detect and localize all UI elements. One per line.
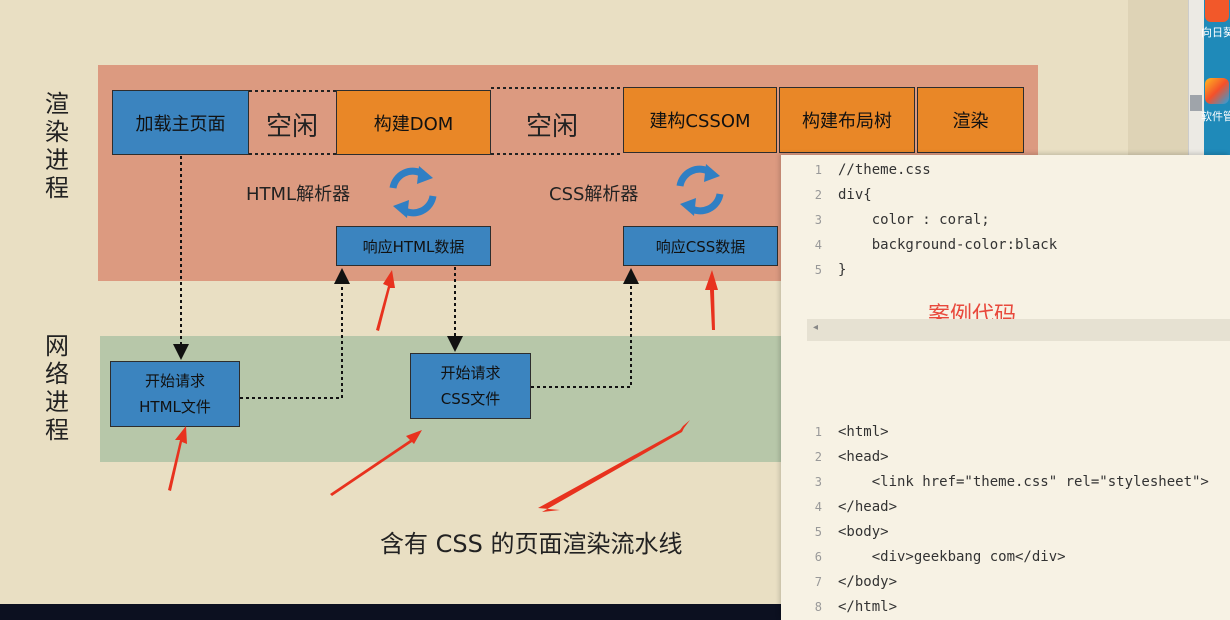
line-number: 4	[814, 238, 822, 252]
load-main-page-box: 加载主页面	[112, 90, 249, 155]
build-cssom-box: 建构CSSOM	[623, 87, 777, 153]
html-line-numbers: 1 2 3 4 5 6 7 8	[806, 420, 822, 620]
start-request-html-line1: 开始请求	[144, 372, 205, 390]
idle-label-1: 空闲	[266, 112, 319, 142]
css-code-block[interactable]: //theme.css div{ color : coral; backgrou…	[838, 158, 1057, 283]
line-number: 3	[814, 213, 822, 227]
code-line: </html>	[838, 599, 898, 615]
start-request-css-box: 开始请求 CSS文件	[410, 353, 531, 419]
cycle-icon-html	[389, 166, 437, 218]
code-line: </head>	[838, 499, 898, 515]
horizontal-scrollbar[interactable]: ◂	[807, 319, 1230, 341]
start-request-css-line2: CSS文件	[440, 390, 501, 408]
line-number: 2	[814, 188, 822, 202]
build-dom-box: 构建DOM	[336, 90, 491, 155]
code-line: }	[838, 262, 847, 278]
start-request-html-box: 开始请求 HTML文件	[110, 361, 240, 427]
dotted-arrows	[173, 156, 639, 399]
software-manager-icon[interactable]	[1205, 78, 1229, 104]
code-line: <body>	[838, 524, 889, 540]
line-number: 2	[814, 450, 822, 464]
line-number: 8	[814, 600, 822, 614]
line-number: 7	[814, 575, 822, 589]
cycle-icon-css	[676, 164, 724, 216]
dotted-borders	[249, 87, 623, 155]
code-line: <link href="theme.css" rel="stylesheet">	[838, 474, 1209, 490]
line-number: 1	[814, 163, 822, 177]
line-number: 5	[814, 263, 822, 277]
code-panel	[781, 155, 1230, 620]
code-line: background-color:black	[838, 237, 1058, 253]
red-arrows	[168, 270, 718, 512]
line-number: 3	[814, 475, 822, 489]
idle-label-2: 空闲	[526, 112, 579, 142]
line-number: 1	[814, 425, 822, 439]
network-process-label: 网络进程	[45, 332, 69, 444]
desktop-background-strip	[0, 604, 782, 620]
start-request-css-line1: 开始请求	[440, 364, 501, 382]
code-line: color : coral;	[838, 212, 990, 228]
software-manager-label[interactable]: 软件管	[1201, 110, 1230, 123]
css-line-numbers: 1 2 3 4 5	[806, 158, 822, 283]
respond-html-data-box: 响应HTML数据	[336, 226, 491, 266]
line-number: 5	[814, 525, 822, 539]
html-code-block[interactable]: <html> <head> <link href="theme.css" rel…	[838, 420, 1230, 620]
line-number: 6	[814, 550, 822, 564]
code-line: div{	[838, 187, 872, 203]
css-parser-label: CSS解析器	[549, 184, 639, 205]
render-box: 渲染	[917, 87, 1024, 153]
diagram-caption: 含有 CSS 的页面渲染流水线	[380, 530, 683, 558]
sunflower-app-icon[interactable]	[1205, 0, 1229, 22]
sunflower-app-label[interactable]: 向日葵	[1201, 26, 1230, 39]
start-request-html-line2: HTML文件	[139, 398, 211, 416]
scrollbar-thumb[interactable]	[1190, 95, 1202, 111]
vertical-scrollbar[interactable]	[1188, 0, 1205, 160]
render-process-label: 渲染进程	[45, 90, 69, 202]
code-line: <div>geekbang com</div>	[838, 549, 1066, 565]
code-line: </body>	[838, 574, 898, 590]
build-layout-tree-box: 构建布局树	[779, 87, 915, 153]
scroll-left-icon[interactable]: ◂	[813, 322, 819, 333]
code-line: <html>	[838, 424, 889, 440]
code-line: //theme.css	[838, 162, 931, 178]
html-parser-label: HTML解析器	[246, 184, 351, 205]
code-line: <head>	[838, 449, 889, 465]
respond-css-data-box: 响应CSS数据	[623, 226, 778, 266]
line-number: 4	[814, 500, 822, 514]
